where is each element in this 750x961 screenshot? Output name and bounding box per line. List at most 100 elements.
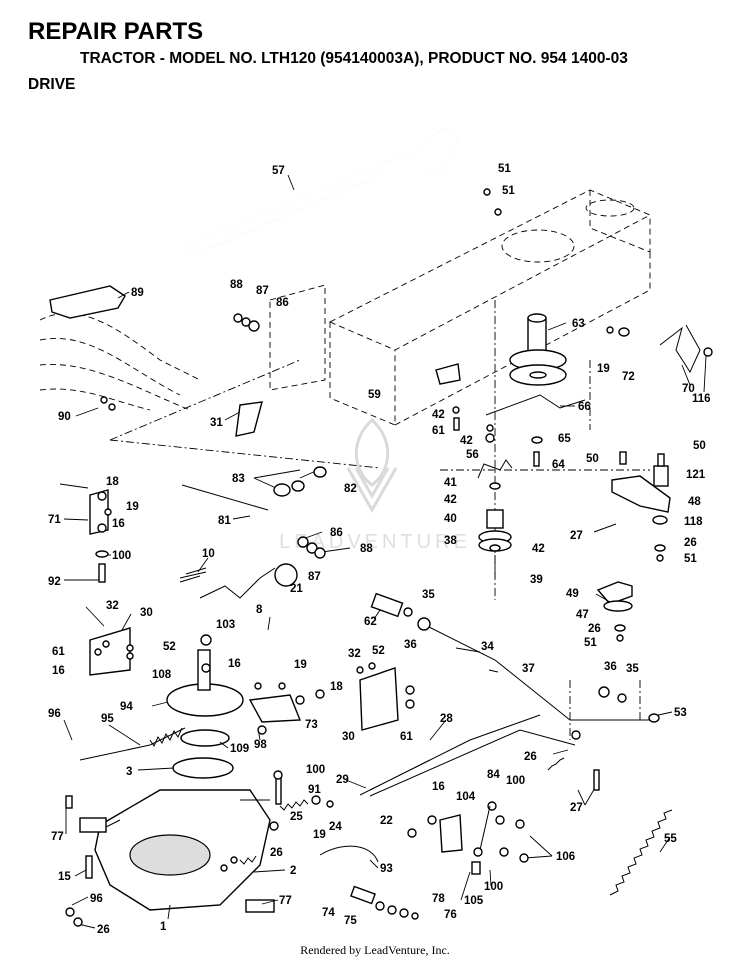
callout-labels: 57 51 51 89 88 87 86 63 19 72 70 116 90 … bbox=[48, 163, 711, 936]
callout-label: 42 bbox=[444, 494, 457, 506]
footer-credit: Rendered by LeadVenture, Inc. bbox=[300, 943, 450, 957]
callout-label: 63 bbox=[572, 318, 585, 330]
callout-label: 93 bbox=[380, 863, 393, 875]
fender-part bbox=[49, 285, 126, 319]
callout-label: 108 bbox=[152, 669, 172, 681]
callout-label: 87 bbox=[308, 571, 321, 583]
callout-label: 95 bbox=[101, 713, 114, 725]
callout-label: 16 bbox=[432, 781, 445, 793]
callout-label: 109 bbox=[230, 743, 249, 755]
idler-bracket bbox=[596, 465, 671, 612]
callout-label: 50 bbox=[693, 440, 706, 452]
callout-label: 19 bbox=[126, 501, 139, 513]
callout-label: 55 bbox=[664, 833, 677, 845]
callout-label: 84 bbox=[487, 769, 500, 781]
callout-label: 57 bbox=[272, 165, 285, 177]
callout-label: 75 bbox=[344, 915, 357, 927]
callout-label: 41 bbox=[444, 477, 457, 489]
callout-label: 34 bbox=[481, 641, 494, 653]
callout-label: 36 bbox=[604, 661, 617, 673]
callout-label: 100 bbox=[506, 775, 525, 787]
callout-label: 2 bbox=[290, 865, 296, 877]
callout-label: 88 bbox=[230, 279, 243, 291]
callout-label: 3 bbox=[126, 766, 132, 778]
callout-label: 30 bbox=[342, 731, 355, 743]
engine-pulley bbox=[509, 313, 567, 386]
callout-label: 26 bbox=[524, 751, 537, 763]
model-subtitle: TRACTOR - MODEL NO. LTH120 (954140003A),… bbox=[80, 50, 628, 67]
callout-label: 49 bbox=[566, 588, 579, 600]
tractor-frame bbox=[39, 189, 652, 740]
callout-label: 82 bbox=[344, 483, 357, 495]
long-spring bbox=[609, 809, 673, 896]
callout-label: 42 bbox=[432, 409, 445, 421]
brackets bbox=[89, 363, 463, 853]
callout-label: 16 bbox=[52, 665, 65, 677]
callout-label: 94 bbox=[120, 701, 133, 713]
callout-label: 96 bbox=[90, 893, 103, 905]
callout-label: 86 bbox=[276, 297, 289, 309]
callout-label: 89 bbox=[131, 287, 144, 299]
hardware-fasteners bbox=[65, 188, 713, 927]
callout-label: 121 bbox=[686, 469, 706, 481]
watermark-logo: LEADVENTURE bbox=[279, 417, 467, 553]
linkage-rods bbox=[181, 484, 650, 797]
callout-label: 52 bbox=[163, 641, 176, 653]
callout-label: 18 bbox=[330, 681, 343, 693]
callout-label: 83 bbox=[232, 473, 245, 485]
callout-label: 51 bbox=[584, 637, 597, 649]
callout-label: 103 bbox=[216, 619, 235, 631]
leader-lines bbox=[59, 174, 707, 929]
callout-label: 18 bbox=[106, 476, 119, 488]
pedal-linkage bbox=[179, 563, 298, 599]
idler-stack bbox=[477, 394, 586, 578]
callout-label: 42 bbox=[460, 435, 473, 447]
callout-label: 73 bbox=[305, 719, 318, 731]
callout-label: 106 bbox=[556, 851, 575, 863]
callout-label: 35 bbox=[626, 663, 639, 675]
callout-label: 74 bbox=[322, 907, 335, 919]
callout-label: 38 bbox=[444, 535, 457, 547]
callout-label: 98 bbox=[254, 739, 267, 751]
hose bbox=[319, 845, 379, 863]
callout-label: 81 bbox=[218, 515, 231, 527]
callout-label: 48 bbox=[688, 496, 701, 508]
callout-label: 19 bbox=[313, 829, 326, 841]
callout-label: 29 bbox=[336, 774, 349, 786]
callout-label: 52 bbox=[372, 645, 385, 657]
callout-label: 31 bbox=[210, 417, 223, 429]
callout-label: 19 bbox=[597, 363, 610, 375]
callout-label: 15 bbox=[58, 871, 71, 883]
callout-label: 92 bbox=[48, 576, 61, 588]
callout-label: 61 bbox=[52, 646, 65, 658]
callout-label: 86 bbox=[330, 527, 343, 539]
page-title: REPAIR PARTS bbox=[28, 18, 204, 45]
callout-label: 26 bbox=[270, 847, 283, 859]
callout-label: 51 bbox=[684, 553, 697, 565]
callout-label: 105 bbox=[464, 895, 484, 907]
callout-label: 35 bbox=[422, 589, 435, 601]
callout-label: 100 bbox=[112, 550, 131, 562]
callout-label: 70 bbox=[682, 383, 695, 395]
callout-label: 65 bbox=[558, 433, 571, 445]
brake-spring bbox=[79, 727, 186, 761]
callout-label: 19 bbox=[294, 659, 307, 671]
transaxle bbox=[79, 789, 275, 913]
drive-belt bbox=[184, 127, 459, 254]
callout-label: 104 bbox=[456, 791, 476, 803]
callout-label: 91 bbox=[308, 784, 321, 796]
callout-label: 77 bbox=[51, 831, 64, 843]
callout-label: 62 bbox=[364, 616, 377, 628]
callout-label: 78 bbox=[432, 893, 445, 905]
callout-label: 26 bbox=[588, 623, 601, 635]
callout-label: 96 bbox=[48, 708, 61, 720]
callout-label: 32 bbox=[106, 600, 119, 612]
callout-label: 71 bbox=[48, 514, 61, 526]
callout-label: 87 bbox=[256, 285, 269, 297]
callout-label: 32 bbox=[348, 648, 361, 660]
callout-label: 22 bbox=[380, 815, 393, 827]
callout-label: 51 bbox=[498, 163, 511, 175]
callout-label: 16 bbox=[112, 518, 125, 530]
callout-label: 30 bbox=[140, 607, 153, 619]
